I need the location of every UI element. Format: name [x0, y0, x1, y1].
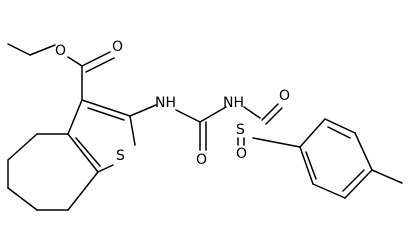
atom-label-so-lower: O: [236, 146, 247, 162]
atom-label-nh2: NH: [223, 95, 244, 111]
bond-c-o-double-b: [85, 57, 115, 73]
bond-ar5-ar6: [312, 183, 346, 199]
bond-ar1-ar2: [299, 118, 326, 148]
atom-label-nh1: NH: [155, 95, 176, 111]
bond-ar3-ar4: [354, 132, 373, 171]
bond-c-o-double-a: [81, 51, 111, 67]
bond-ar2-ar3: [324, 118, 356, 134]
bond-c8-c7a: [67, 171, 99, 211]
atom-label-urea-o: O: [196, 152, 207, 168]
bond-c3a-c7a: [67, 133, 99, 173]
bond-ethyl-ch2-o: [29, 44, 56, 56]
bond-s-o-upper-a: [261, 103, 279, 121]
bond-ar-inner-2: [342, 169, 365, 192]
bond-ethyl-ch3: [7, 43, 31, 56]
bond-o-carbonyl: [67, 56, 83, 67]
structure-drawing: O O NH S O NH S O O: [7, 39, 403, 211]
bond-c2-s: [129, 115, 136, 146]
bond-ar-inner-3: [305, 151, 317, 180]
bond-c2-nh1: [129, 104, 157, 117]
bond-c6-c7: [7, 187, 38, 211]
bond-c-nh2: [199, 106, 227, 123]
bond-c4-c5: [7, 133, 38, 161]
atom-label-ring-s: S: [116, 148, 125, 164]
chemical-structure: O O NH S O NH S O O: [7, 39, 403, 211]
bond-c3a-c7a-inner: [75, 137, 101, 167]
bond-ar4-ar5: [344, 169, 373, 199]
bond-ar4-methyl: [371, 169, 403, 184]
bond-s-c7a: [97, 164, 114, 173]
bond-c3-c2: [81, 99, 131, 117]
bond-s-aryl: [252, 137, 301, 148]
atom-label-ester-o1: O: [55, 43, 66, 59]
atom-label-sulfonyl-s: S: [236, 122, 245, 138]
bond-c3-c2-inner: [87, 107, 125, 121]
bond-ar-inner-1: [327, 126, 351, 139]
atom-label-so-upper: O: [279, 88, 290, 104]
bond-ar6-ar1: [299, 146, 314, 185]
bond-c3-c3a: [67, 99, 83, 135]
atom-label-ester-o2: O: [112, 39, 123, 55]
bond-nh1-c: [175, 109, 201, 123]
bond-s-o-upper-b: [265, 107, 283, 125]
bond-nh2-s: [243, 106, 261, 119]
